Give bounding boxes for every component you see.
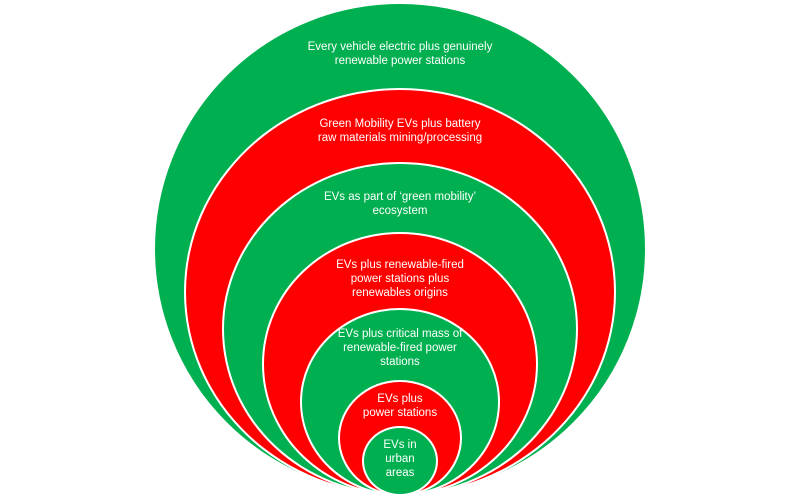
label-line: renewable-fired power	[343, 342, 457, 354]
label-critical-mass: EVs plus critical mass of renewable-fire…	[315, 327, 485, 369]
label-line: ecosystem	[372, 205, 428, 217]
label-line: areas	[385, 467, 415, 479]
label-line: Every vehicle electric plus genuinely	[307, 41, 493, 53]
label-renewable-origins: EVs plus renewable-fired power stations …	[300, 258, 500, 300]
label-line: power stations plus	[350, 273, 450, 285]
label-line: EVs in	[383, 439, 417, 451]
label-line: EVs plus critical mass of	[337, 328, 463, 340]
label-line: Green Mobility EVs plus battery	[319, 118, 481, 130]
label-line: raw materials mining/processing	[317, 132, 483, 144]
label-green-mobility-evs-battery: Green Mobility EVs plus battery raw mate…	[250, 117, 550, 145]
label-line: power stations	[362, 407, 438, 419]
label-line: urban	[385, 453, 415, 465]
label-power-stations: EVs plus power stations	[345, 392, 455, 420]
label-line: renewable power stations	[334, 55, 466, 67]
label-line: EVs plus renewable-fired	[336, 259, 464, 271]
label-line: renewables origins	[352, 287, 448, 299]
label-line: EVs as part of ‘green mobility’	[323, 191, 477, 203]
label-line: stations	[380, 356, 420, 368]
label-urban-areas: EVs in urban areas	[365, 438, 435, 480]
label-every-vehicle-electric: Every vehicle electric plus genuinely re…	[250, 40, 550, 68]
label-green-mobility-ecosystem: EVs as part of ‘green mobility’ ecosyste…	[270, 190, 530, 218]
circle-urban-areas	[362, 426, 438, 496]
label-line: EVs plus	[377, 393, 423, 405]
